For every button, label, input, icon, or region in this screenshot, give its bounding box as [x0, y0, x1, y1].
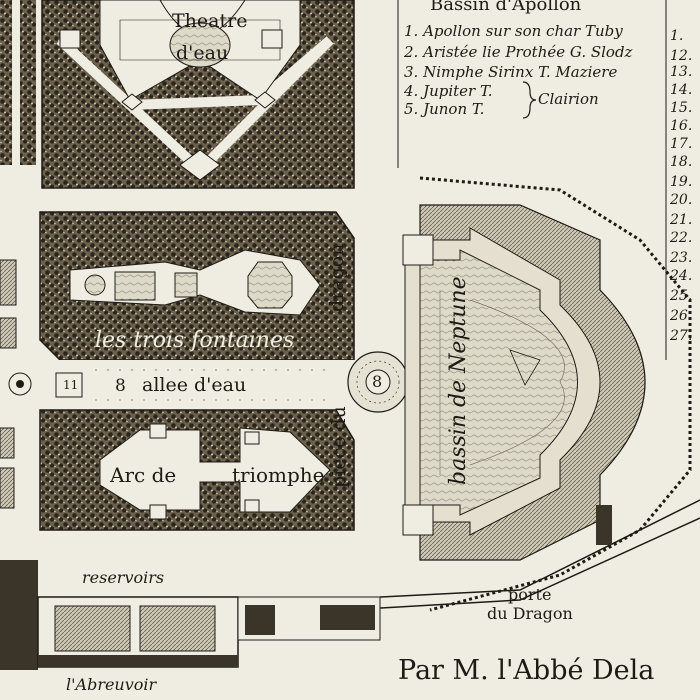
- legend-brace-label: Clairion: [538, 90, 599, 108]
- side-number: 25.: [670, 288, 693, 304]
- piece-du-dragon: [347, 351, 409, 413]
- legend-item-2: 2. Aristée lie Prothée G. Slodz: [404, 43, 633, 61]
- legend-item-1: 1. Apollon sur son char Tuby: [404, 22, 623, 40]
- side-number: 27.: [670, 328, 693, 344]
- side-number: 15.: [670, 100, 693, 116]
- side-number: 18.: [670, 154, 693, 170]
- arc-de-triomphe-grove: [39, 409, 355, 531]
- legend-item-5: 5. Junon T.: [404, 100, 485, 118]
- abreuvoir-label: l'Abreuvoir: [66, 675, 157, 694]
- bassin-de-neptune: [402, 176, 692, 612]
- arc-de-triomphe-label-line1: Arc de: [110, 463, 177, 487]
- theatre-deau-label-line1: Theatre: [172, 10, 248, 32]
- piece-du-dragon-label-upper: dragon: [326, 243, 348, 312]
- theatre-deau-grove: [41, 0, 355, 189]
- credit-label: Par M. l'Abbé Dela: [398, 655, 655, 686]
- arc-de-triomphe-label-line2: triomphe: [232, 463, 325, 487]
- side-number: 17.: [670, 136, 693, 152]
- side-number: 1.: [670, 28, 684, 44]
- side-number: 23.: [670, 250, 693, 266]
- theatre-deau-label-line2: d'eau: [176, 42, 229, 64]
- side-number: 24.: [670, 268, 693, 284]
- allee-number-8: 8: [115, 376, 126, 396]
- porte-du-dragon-label-line1: porte: [508, 585, 552, 604]
- porte-du-dragon-label-line2: du Dragon: [487, 604, 573, 623]
- legend-title: Bassin d'Apollon: [430, 0, 582, 15]
- left-edge-groves: [0, 0, 36, 509]
- piece-du-dragon-label-lower: piece du: [328, 406, 350, 488]
- side-number: 22.: [670, 230, 693, 246]
- side-number: 26.: [670, 308, 693, 324]
- trois-fontaines-label: les trois fontaines: [95, 328, 295, 353]
- side-number: 13.: [670, 64, 693, 80]
- side-number: 12.: [670, 48, 693, 64]
- allee-deau-label: allee d'eau: [142, 374, 247, 396]
- reservoirs-label: reservoirs: [82, 568, 165, 587]
- dragon-circle-number: 8: [372, 372, 383, 391]
- legend-frame: [397, 0, 667, 360]
- side-number: 16.: [670, 118, 693, 134]
- side-number: 21.: [670, 212, 693, 228]
- side-number: 19.: [670, 174, 693, 190]
- legend-item-4: 4. Jupiter T.: [404, 82, 493, 100]
- bassin-de-neptune-label: bassin de Neptune: [446, 276, 471, 485]
- legend-item-3: 3. Nimphe Sirinx T. Maziere: [404, 63, 618, 81]
- bottom-structures: [0, 499, 700, 670]
- allee-deau-band: [8, 360, 356, 410]
- side-number: 20.: [670, 192, 693, 208]
- side-number: 14.: [670, 82, 693, 98]
- grove-number-11: 11: [63, 378, 79, 392]
